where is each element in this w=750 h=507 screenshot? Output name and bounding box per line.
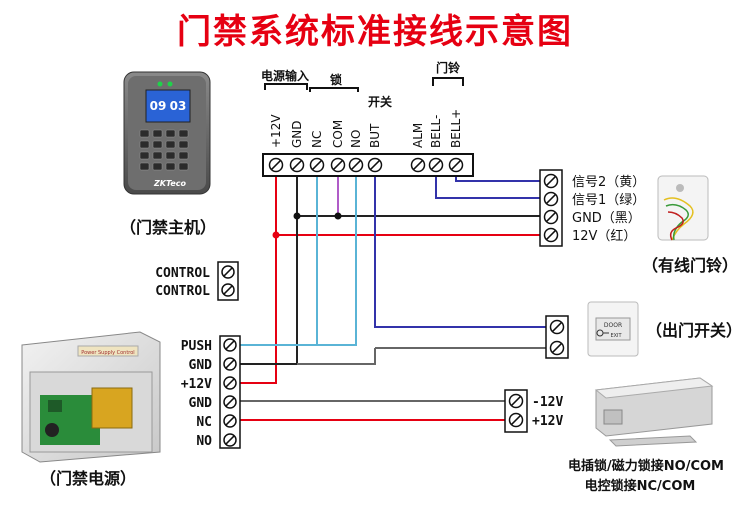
terminal-screw-icon	[223, 376, 237, 390]
terminal-screw-icon	[367, 157, 383, 173]
label-power-input: 电源输入	[261, 68, 309, 83]
junction-dot	[293, 212, 301, 220]
terminal-screw-icon	[448, 157, 464, 173]
top-terminal-block: +12V GND NC COM NO BUT ALM BELL- BELL+	[262, 109, 474, 177]
terminal-screw-icon	[223, 414, 237, 428]
wire-red-12v-psu	[240, 235, 277, 384]
top-terminal-label: NC	[310, 131, 324, 148]
junction-dot	[272, 231, 280, 239]
wire-blue-but	[374, 172, 546, 328]
lock-terminal-block: -12V +12V	[504, 389, 563, 433]
control-label: CONTROL	[155, 266, 210, 281]
terminal-screw-icon	[309, 157, 325, 173]
terminal-screw-icon	[410, 157, 426, 173]
screen-time-left: 09	[150, 99, 167, 113]
terminal-screw-icon	[223, 357, 237, 371]
exit-text-bottom: EXIT	[610, 333, 622, 339]
terminal-screw-icon	[543, 227, 559, 243]
top-terminal-label: +12V	[269, 114, 283, 148]
top-terminal-label: BELL-	[429, 115, 443, 148]
top-terminal-label: BUT	[368, 123, 382, 148]
top-terminal-label: COM	[331, 120, 345, 148]
terminal-screw-icon	[508, 393, 524, 409]
controller-brand: ZKTeco	[153, 179, 187, 188]
exit-button-device: DOOR EXIT	[587, 301, 639, 357]
bell-terminal-label: 信号1（绿）	[572, 193, 645, 208]
top-terminal-label: ALM	[411, 123, 425, 148]
wire-blue-bell-minus	[435, 172, 540, 199]
wire-cyan-no	[317, 172, 357, 346]
lock-terminal-label: +12V	[532, 414, 563, 429]
bell-terminal-label: 12V（红）	[572, 228, 636, 244]
power-plate: Power Supply Control	[81, 350, 134, 356]
wires	[240, 172, 546, 421]
wire-gray-exit-down	[297, 348, 376, 365]
wire-black-gnd-bell	[296, 172, 540, 217]
keypad	[139, 129, 189, 171]
label-doorbell: 门铃	[436, 60, 461, 75]
doorbell-device	[657, 175, 709, 241]
terminal-screw-icon	[268, 157, 284, 173]
terminal-screw-icon	[428, 157, 444, 173]
control-label: CONTROL	[155, 284, 210, 299]
group-brackets	[264, 77, 464, 92]
terminal-screw-icon	[223, 395, 237, 409]
terminal-screw-icon	[543, 191, 559, 207]
doorbell-label: （有线门铃）	[642, 256, 738, 275]
power-supply-label: （门禁电源）	[40, 469, 136, 488]
label-switch: 开关	[368, 94, 392, 109]
power-supply-box: Power Supply Control	[21, 331, 161, 463]
screen-time-right: 03	[170, 99, 187, 113]
key-icon	[596, 329, 609, 337]
top-terminal-label: GND	[290, 120, 304, 148]
wire-cyan-nc-push	[240, 172, 318, 346]
terminal-screw-icon	[221, 283, 235, 297]
terminal-screw-icon	[221, 265, 235, 279]
bell-terminal-label: 信号2（黄）	[572, 175, 645, 190]
terminal-screw-icon	[330, 157, 346, 173]
terminal-screw-icon	[549, 340, 565, 356]
power-terminal-label: GND	[189, 358, 213, 373]
lock-note-2: 电控锁接NC/COM	[585, 478, 696, 494]
controller-screen	[145, 89, 191, 123]
power-terminal-label: NO	[196, 434, 212, 449]
terminal-screw-icon	[549, 319, 565, 335]
wire-black-gnd-psu	[240, 216, 298, 365]
terminal-screw-icon	[223, 433, 237, 447]
power-terminal-label: GND	[189, 396, 213, 411]
top-terminal-label: BELL+	[449, 109, 463, 148]
terminal-screw-icon	[543, 209, 559, 225]
label-lock: 锁	[330, 72, 342, 87]
lock-terminal-label: -12V	[532, 395, 563, 410]
magnetic-lock-device	[594, 377, 714, 447]
exit-text-top: DOOR	[604, 322, 622, 329]
bell-terminal-block: 信号2（黄） 信号1（绿） GND（黑） 12V（红）	[539, 169, 645, 247]
terminal-screw-icon	[508, 412, 524, 428]
terminal-screw-icon	[348, 157, 364, 173]
controller-label: （门禁主机）	[120, 218, 216, 237]
power-terminal-label: PUSH	[181, 339, 212, 354]
exit-terminal-block	[545, 315, 569, 359]
bell-terminal-label: GND（黑）	[572, 211, 641, 226]
access-controller: 09 03 ZKTeco	[123, 71, 211, 195]
lock-note-1: 电插锁/磁力锁接NO/COM	[568, 458, 724, 474]
junction-dot	[334, 212, 342, 220]
terminal-screw-icon	[289, 157, 305, 173]
top-terminal-label: NO	[349, 130, 363, 148]
power-terminal-label: NC	[196, 415, 212, 430]
terminal-screw-icon	[223, 338, 237, 352]
exit-button-label: （出门开关）	[646, 321, 742, 340]
terminal-screw-icon	[543, 173, 559, 189]
control-terminal-block: CONTROL CONTROL	[155, 261, 239, 301]
power-terminal-block: PUSH GND +12V GND NC NO	[181, 335, 241, 449]
power-terminal-label: +12V	[181, 377, 212, 392]
diagram-title: 门禁系统标准接线示意图	[177, 12, 573, 52]
